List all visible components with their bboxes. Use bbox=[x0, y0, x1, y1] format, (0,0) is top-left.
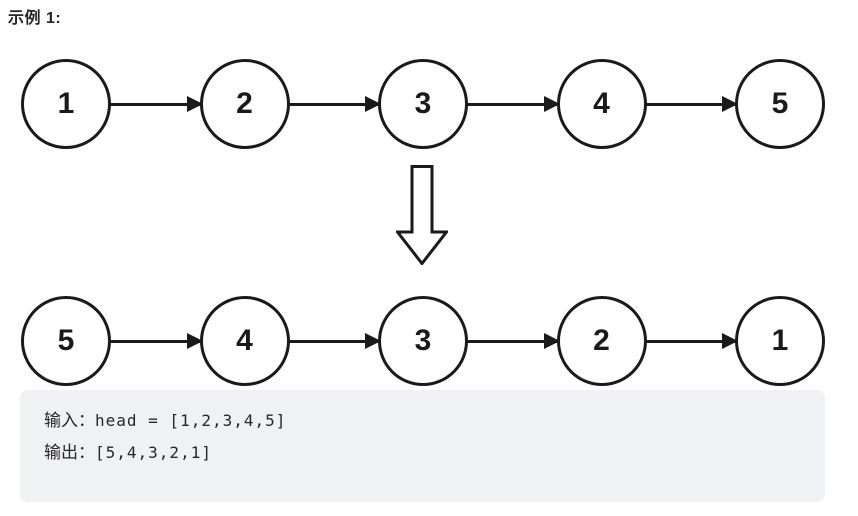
example-title: 示例 1: bbox=[8, 10, 62, 27]
right-arrow-icon bbox=[109, 339, 202, 343]
output-label: 输出： bbox=[44, 443, 95, 463]
input-line: 输入：head = [1,2,3,4,5] bbox=[44, 413, 825, 430]
list-node: 3 bbox=[378, 59, 468, 149]
output-value: [5,4,3,2,1] bbox=[95, 443, 212, 462]
input-label: 输入： bbox=[44, 411, 95, 431]
right-arrow-icon bbox=[466, 102, 559, 106]
right-arrow-icon bbox=[109, 102, 202, 106]
node-value: 3 bbox=[414, 324, 432, 357]
node-value: 5 bbox=[771, 87, 789, 120]
original-linked-list: 1 2 3 4 5 bbox=[0, 59, 858, 149]
example-io-box: 输入：head = [1,2,3,4,5] 输出：[5,4,3,2,1] bbox=[20, 390, 825, 502]
node-value: 2 bbox=[593, 324, 610, 357]
node-value: 4 bbox=[593, 87, 610, 120]
reversed-linked-list: 5 4 3 2 1 bbox=[0, 296, 858, 386]
right-arrow-icon bbox=[466, 339, 559, 343]
list-node: 4 bbox=[199, 296, 290, 386]
right-arrow-icon bbox=[287, 339, 380, 343]
list-node: 3 bbox=[378, 296, 468, 386]
node-value: 2 bbox=[236, 87, 253, 120]
down-arrow-icon bbox=[396, 165, 448, 265]
node-value: 5 bbox=[57, 324, 75, 357]
right-arrow-icon bbox=[287, 102, 380, 106]
list-node: 1 bbox=[735, 296, 825, 386]
node-value: 1 bbox=[57, 87, 75, 120]
node-value: 3 bbox=[414, 87, 432, 120]
right-arrow-icon bbox=[644, 339, 737, 343]
output-line: 输出：[5,4,3,2,1] bbox=[44, 445, 825, 462]
node-value: 4 bbox=[236, 324, 253, 357]
list-node: 5 bbox=[735, 59, 825, 149]
list-node: 2 bbox=[556, 296, 647, 386]
list-node: 4 bbox=[556, 59, 647, 149]
list-node: 1 bbox=[21, 59, 111, 149]
list-node: 2 bbox=[199, 59, 290, 149]
list-node: 5 bbox=[21, 296, 111, 386]
node-value: 1 bbox=[771, 324, 789, 357]
input-value: head = [1,2,3,4,5] bbox=[95, 411, 287, 430]
right-arrow-icon bbox=[644, 102, 737, 106]
